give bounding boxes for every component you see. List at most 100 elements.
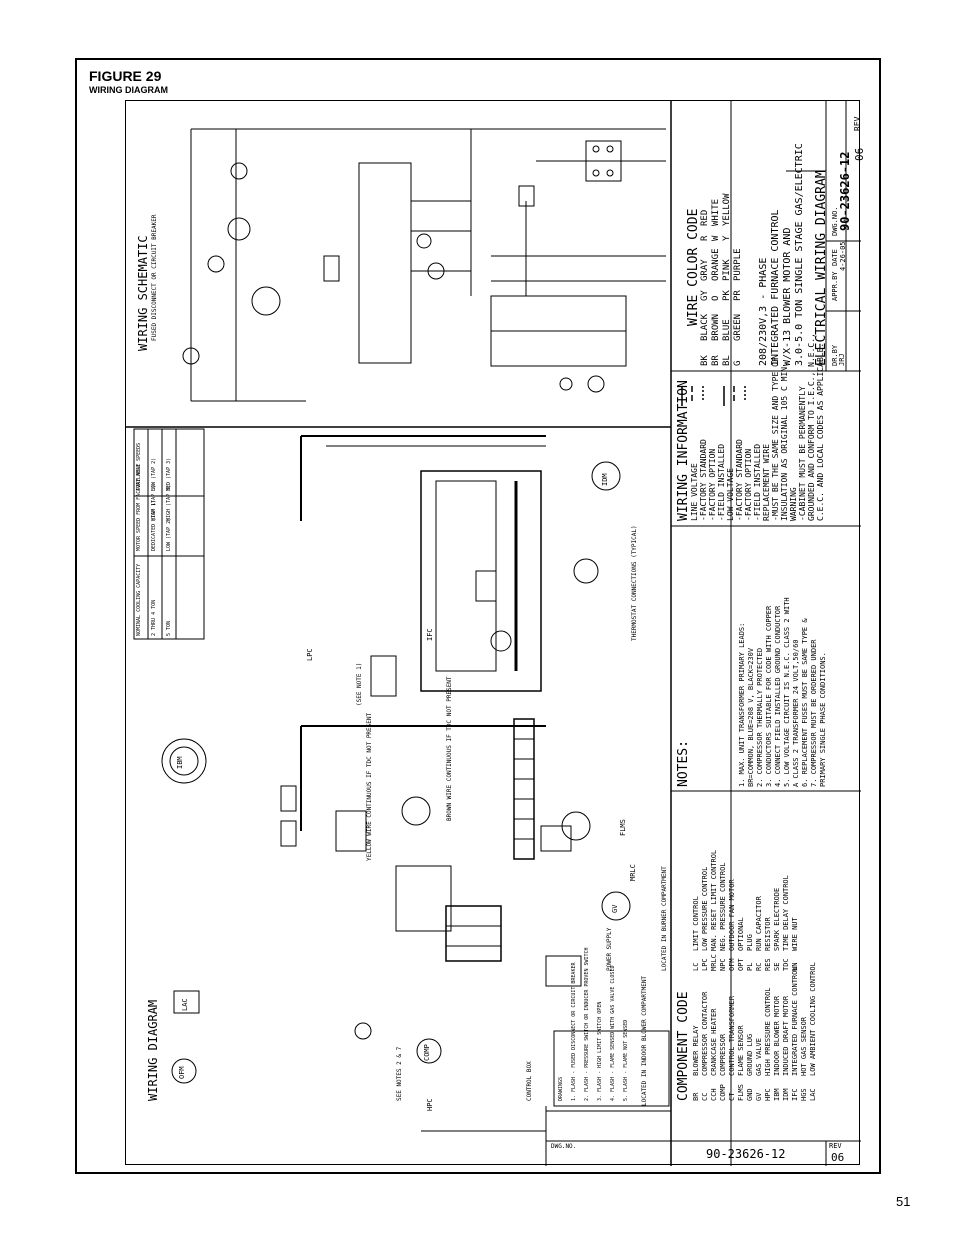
wiring-info-line: LINE VOLTAGE: [690, 463, 699, 521]
title-line2: 3.0-5.0 TON SINGLE STAGE GAS/ELECTRIC: [794, 143, 805, 366]
speed-table-cell: 2 THRU 4 TON: [151, 599, 157, 636]
note-line: 2. COMPRESSOR THERMALLY PROTECTED: [756, 647, 764, 787]
component-code: FLMS: [737, 1084, 745, 1101]
wiring-info-line: -FACTORY STANDARD: [699, 439, 708, 521]
component-code: CCH: [710, 1088, 718, 1101]
component-name: RESISTOR: [764, 917, 772, 951]
label-ibm: IBM: [176, 756, 184, 769]
component-code: OPT: [737, 958, 745, 971]
wire-color-code: PK: [722, 290, 732, 301]
note-line: PRIMARY SINGLE PHASE CONDITIONS.: [819, 652, 827, 787]
wiring-info-line: INSULATION AS ORIGINAL 105 C MIN.: [780, 362, 789, 521]
dwg-no-label: DWG.NO.: [831, 206, 839, 236]
component-code: IFC: [791, 1088, 799, 1101]
speed-table-cell: LOW (TAP 2): [151, 457, 157, 491]
component-name: INDUCED DRAFT MOTOR: [782, 995, 790, 1076]
wire-color-code: Y: [722, 235, 732, 241]
figure-frame: [75, 58, 881, 1174]
label-lpc: LPC: [306, 648, 314, 661]
rev-label: REV: [853, 116, 862, 131]
wire-color-code: W: [711, 235, 721, 241]
rev-value: 06: [853, 147, 866, 161]
component-name: MAN. RESET LIMIT CONTROL: [710, 849, 718, 951]
note-line: 4. CONNECT FIELD INSTALLED GROUND CONDUC…: [774, 605, 782, 787]
component-code: CT: [728, 1092, 736, 1101]
component-name: NEG. PRESSURE CONTROL: [719, 862, 727, 951]
component-name: COMPRESSOR: [719, 1033, 727, 1076]
bottom-rev-label: REV: [829, 1142, 842, 1150]
wiring-info-line: -MUST BE THE SAME SIZE AND TYPE OF: [771, 357, 780, 521]
wire-color-name: PINK: [722, 259, 732, 281]
wiring-info-line: REPLACEMENT WIRE: [762, 443, 771, 521]
legend-line: 2. FLASH - PRESSURE SWITCH OR INDUCER PR…: [584, 947, 590, 1101]
bottom-dwg-no-label: DWG.NO.: [551, 1143, 577, 1150]
label-flms: FLMS: [619, 819, 627, 836]
component-name: HIGH PRESSURE CONTROL: [764, 987, 772, 1076]
wire-color-code: GY: [700, 290, 710, 301]
wire-color-code: R: [700, 235, 710, 241]
speed-table-cell: MED (TAP 3): [166, 457, 172, 491]
drawing-number: 90-23626-12: [838, 151, 852, 231]
component-name: COMPRESSOR CONTACTOR: [701, 991, 709, 1076]
wiring-info-line: GROUNDED AND CONFORM TO I.E.C., N.E.C.,: [807, 333, 816, 521]
figure-title: FIGURE 29: [89, 68, 162, 84]
title-line3: W/X-13 BLOWER MOTOR AND: [782, 227, 793, 366]
wiring-info-line: C.E.C. AND LOCAL CODES AS APPLICABLE.: [816, 342, 825, 521]
speed-table-cell: LOW (TAP 2): [166, 517, 172, 551]
component-code: HGS: [800, 1088, 808, 1101]
component-code: IBM: [773, 1088, 781, 1101]
speed-table-cell: 5 TON: [166, 620, 172, 636]
legend-line: 4. FLASH - FLAME SENSED WITH GAS VALVE C…: [610, 965, 616, 1101]
label-fused-disconnect: FUSED DISCONNECT OR CIRCUIT BREAKER: [151, 214, 158, 341]
wire-color-code: BL: [722, 355, 732, 366]
wire-color-name: WHITE: [711, 198, 721, 226]
note-line: 1. MAX. UNIT TRANSFORMER PRIMARY LEADS:: [738, 622, 746, 787]
wire-color-name: YELLOW: [722, 193, 732, 226]
label-hpc: HPC: [426, 1098, 434, 1111]
label-mrlc: MRLC: [629, 864, 637, 881]
component-name: WIRE NUT: [791, 917, 799, 951]
speed-table-header: NOMINAL COOLING CAPACITY: [136, 563, 142, 636]
component-code: RES: [764, 958, 772, 971]
component-code: LPC: [701, 958, 709, 971]
wire-color-code-title: WIRE COLOR CODE: [686, 208, 701, 326]
wiring-info-line: -CABINET MUST BE PERMANENTLY: [798, 386, 807, 521]
wire-color-name: PURPLE: [733, 248, 743, 281]
component-code-title: COMPONENT CODE: [676, 991, 691, 1101]
wiring-info-line: -FIELD INSTALLED: [717, 443, 726, 521]
component-name: CONTROL TRANSFORMER: [728, 995, 736, 1076]
speed-table-header: AVAILABLE SPEEDS: [136, 442, 142, 491]
component-code: LAC: [809, 1088, 817, 1101]
wire-color-code: G: [733, 360, 743, 366]
component-code: NPC: [719, 958, 727, 971]
note-line: 3. CONDUCTORS SUITABLE FOR CODE WITH COP…: [765, 605, 773, 787]
component-name: LOW AMBIENT COOLING CONTROL: [809, 962, 817, 1076]
label-power-supply: POWER SUPPLY: [606, 927, 613, 971]
component-name: HOT GAS SENSOR: [800, 1016, 808, 1076]
wire-color-code: BK: [700, 355, 710, 366]
wiring-info-line: -FACTORY OPTION: [744, 448, 753, 521]
component-name: SPARK ELECTRODE: [773, 887, 781, 951]
wire-color-name: BROWN: [711, 313, 721, 341]
wire-color-code: O: [711, 295, 721, 301]
bottom-rev-value: 06: [831, 1151, 845, 1164]
note-line: 7. COMPRESSOR MUST BE ORDERED UNDER: [810, 639, 818, 787]
note-line: 5. LOW VOLTAGE CIRCUIT IS N.E.C. CLASS 2…: [783, 597, 791, 787]
wire-color-name: ORANGE: [711, 248, 721, 281]
component-name: CRANKCASE HEATER: [710, 1008, 718, 1076]
component-code: SE: [773, 962, 781, 971]
wire-color-code: BR: [711, 355, 721, 366]
dr-by-value: JRJ: [838, 353, 846, 366]
wiring-diagram-svg: [126, 101, 861, 1166]
label-yellow-wire: YELLOW WIRE CONTINUOUS IF TDC NOT PRESEN…: [366, 712, 373, 861]
component-code: PL: [746, 962, 754, 971]
wire-color-name: BLUE: [722, 319, 732, 341]
wire-color-name: GREEN: [733, 313, 743, 341]
appr-label: APPR.BY: [831, 271, 839, 301]
title-line4: INTEGRATED FURNACE CONTROL: [770, 209, 781, 366]
label-thermostat: THERMOSTAT CONNECTIONS (TYPICAL): [631, 525, 638, 641]
notes-title: NOTES:: [676, 740, 691, 787]
component-code: CC: [701, 1092, 709, 1101]
wiring-diagram-title: WIRING DIAGRAM: [146, 999, 160, 1101]
note-line: 6. REPLACEMENT FUSES MUST BE SAME TYPE &: [801, 618, 809, 787]
